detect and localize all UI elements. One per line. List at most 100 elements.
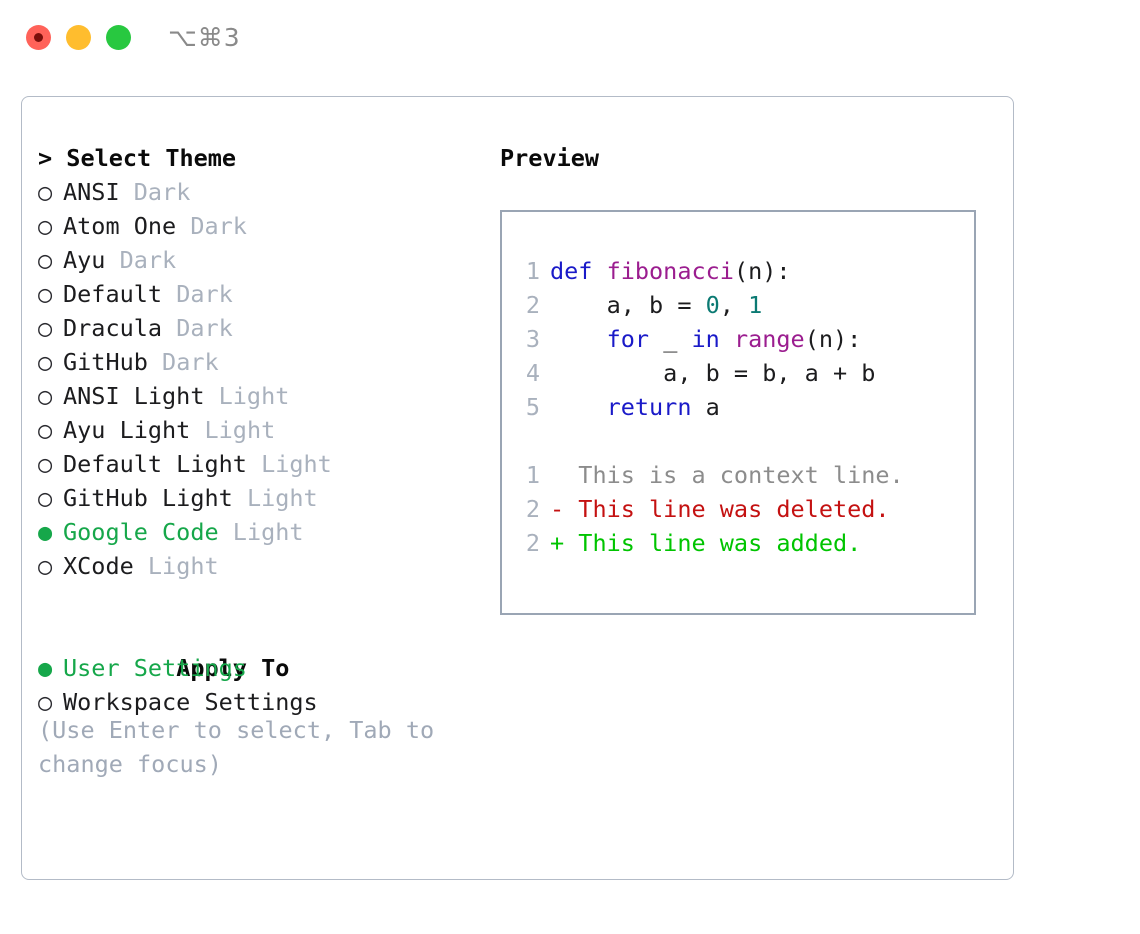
keyboard-shortcut-label: ⌥⌘3	[168, 23, 241, 52]
theme-picker-pane: > Select Theme ○ANSI Dark○Atom One Dark○…	[38, 141, 493, 719]
apply-to-option[interactable]: ○ Workspace Settings	[38, 685, 493, 719]
apply-to-label: User Settings	[63, 654, 247, 682]
radio-unselected-icon[interactable]: ○	[38, 382, 53, 410]
theme-list-item[interactable]: ○ Default Dark	[38, 277, 493, 311]
radio-selected-icon[interactable]: ●	[38, 654, 53, 682]
apply-to-title: Apply To	[176, 654, 290, 682]
apply-to-label: Workspace Settings	[63, 688, 318, 716]
preview-title: Preview	[500, 144, 600, 172]
line-number: 1	[525, 461, 540, 489]
diff-sample: 1 This is a context line.2- This line wa…	[502, 458, 974, 560]
code-token: 0	[705, 291, 720, 319]
diff-text: This is a context line.	[578, 461, 904, 489]
radio-unselected-icon[interactable]: ○	[38, 280, 53, 308]
title-bar: ⌥⌘3	[0, 0, 1140, 78]
help-text: (Use Enter to select, Tab to change focu…	[38, 716, 449, 778]
apply-to-option[interactable]: ● User Settings	[38, 651, 493, 685]
line-number: 3	[525, 325, 540, 353]
code-line: 5 return a	[502, 390, 974, 424]
theme-name: Dracula	[63, 314, 163, 342]
window-controls	[26, 25, 131, 50]
code-token: a, b = b, a + b	[550, 359, 876, 387]
radio-unselected-icon[interactable]: ○	[38, 212, 53, 240]
radio-unselected-icon[interactable]: ○	[38, 416, 53, 444]
theme-variant-badge: Light	[204, 416, 276, 444]
list-spacer	[38, 583, 493, 617]
theme-name: Default Light	[63, 450, 247, 478]
code-line: 2 a, b = 0, 1	[502, 288, 974, 322]
theme-variant-badge: Dark	[119, 246, 177, 274]
diff-line: 1 This is a context line.	[502, 458, 974, 492]
diff-text: This line was deleted.	[578, 495, 890, 523]
theme-name: Atom One	[63, 212, 177, 240]
code-token: range	[733, 325, 805, 353]
theme-variant-badge: Dark	[162, 348, 219, 376]
theme-name: Ayu	[63, 246, 106, 274]
code-token: a	[691, 393, 720, 421]
code-token	[550, 325, 607, 353]
radio-unselected-icon[interactable]: ○	[38, 688, 53, 716]
code-token: return	[606, 393, 692, 421]
diff-marker: -	[550, 495, 579, 523]
theme-variant-badge: Dark	[176, 314, 233, 342]
content-frame: > Select Theme ○ANSI Dark○Atom One Dark○…	[21, 96, 1014, 880]
theme-list-item[interactable]: ○ Ayu Dark	[38, 243, 493, 277]
code-line: 4 a, b = b, a + b	[502, 356, 974, 390]
apply-to-options[interactable]: ● User Settings ○ Workspace Settings	[38, 651, 493, 719]
code-token: in	[691, 325, 720, 353]
minimize-button[interactable]	[66, 25, 91, 50]
code-token: ,	[719, 291, 749, 319]
radio-unselected-icon[interactable]: ○	[38, 450, 53, 478]
theme-name: ANSI Light	[63, 382, 205, 410]
code-token: fibonacci	[606, 257, 734, 285]
theme-list-item[interactable]: ●Google Code Light	[38, 515, 493, 549]
theme-variant-badge: Dark	[190, 212, 247, 240]
code-token: (n):	[733, 257, 791, 285]
maximize-button[interactable]	[106, 25, 131, 50]
line-number: 2	[525, 291, 540, 319]
code-token: (n):	[804, 325, 862, 353]
theme-name: GitHub	[63, 348, 148, 376]
theme-list-item[interactable]: ○XCode Light	[38, 549, 493, 583]
diff-text: This line was added.	[578, 529, 862, 557]
theme-variant-badge: Light	[261, 450, 332, 478]
line-number: 2	[525, 529, 540, 557]
theme-list-item[interactable]: ○ANSI Light Light	[38, 379, 493, 413]
code-token: 1	[748, 291, 763, 319]
theme-name: Default	[63, 280, 163, 308]
theme-list-item[interactable]: ○ Atom One Dark	[38, 209, 493, 243]
theme-name: ANSI	[63, 178, 120, 206]
radio-unselected-icon[interactable]: ○	[38, 552, 53, 580]
theme-list-item[interactable]: ○ GitHub Light Light	[38, 481, 493, 515]
code-token	[720, 325, 734, 353]
theme-name: Ayu Light	[63, 416, 191, 444]
theme-variant-badge: Dark	[133, 178, 191, 206]
theme-list-item[interactable]: ○ Ayu Light Light	[38, 413, 493, 447]
radio-unselected-icon[interactable]: ○	[38, 314, 53, 342]
radio-selected-icon[interactable]: ●	[38, 518, 53, 546]
close-button[interactable]	[26, 25, 51, 50]
radio-unselected-icon[interactable]: ○	[38, 484, 53, 512]
code-token: _	[649, 325, 692, 353]
line-number: 4	[525, 359, 540, 387]
theme-list-item[interactable]: ○ ANSI Dark	[38, 175, 493, 209]
theme-list-item[interactable]: ○ Dracula Dark	[38, 311, 493, 345]
radio-unselected-icon[interactable]: ○	[38, 178, 53, 206]
radio-unselected-icon[interactable]: ○	[38, 246, 53, 274]
radio-unselected-icon[interactable]: ○	[38, 348, 53, 376]
select-theme-header: > Select Theme	[38, 144, 237, 172]
diff-line: 2- This line was deleted.	[502, 492, 974, 526]
theme-list-item[interactable]: ○ GitHub Dark	[38, 345, 493, 379]
theme-name: GitHub Light	[63, 484, 233, 512]
theme-list[interactable]: ○ ANSI Dark ○ Atom One Dark ○ Ayu Dark ○ Defaul…	[38, 175, 493, 583]
code-token: def	[550, 257, 607, 285]
line-number: 2	[525, 495, 540, 523]
diff-marker	[550, 461, 578, 489]
theme-list-item[interactable]: ○ Default Light Light	[38, 447, 493, 481]
theme-variant-badge: Dark	[176, 280, 233, 308]
theme-variant-badge: Light	[246, 484, 318, 512]
